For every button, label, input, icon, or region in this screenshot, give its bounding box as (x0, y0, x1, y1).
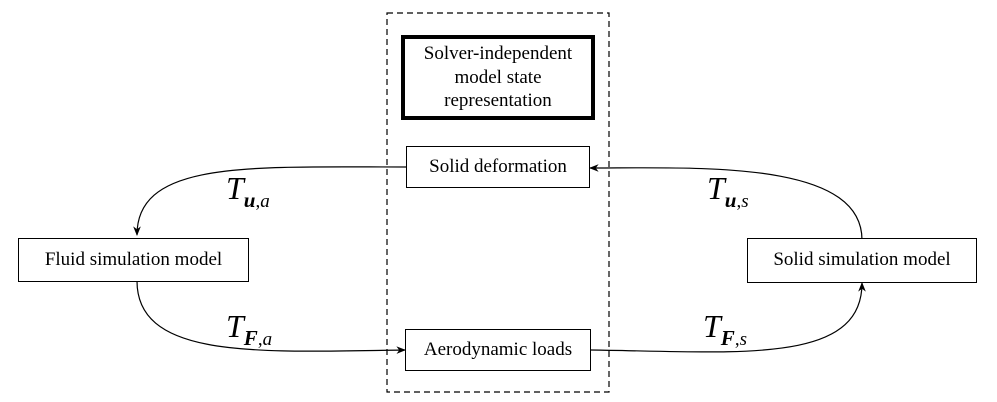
arrow-tus (589, 164, 863, 241)
label-tfs: TF,s (703, 308, 747, 350)
dashed-container (386, 12, 610, 393)
label-tus: Tu,s (707, 170, 749, 212)
center-title-line-2: model state (454, 66, 542, 88)
solid-deformation-box: Solid deformation (406, 146, 590, 188)
aerodynamic-loads-box: Aerodynamic loads (405, 329, 591, 371)
arrow-tfs (590, 282, 866, 353)
center-title-box: Solver-independent model state represent… (401, 35, 595, 120)
arrow-tua (133, 166, 407, 236)
arrow-tfa (136, 280, 406, 354)
solid-model-box: Solid simulation model (747, 238, 977, 283)
center-title-line-1: Solver-independent (423, 42, 573, 64)
label-tua: Tu,a (226, 170, 270, 212)
label-tfa: TF,a (226, 308, 273, 350)
fluid-model-box: Fluid simulation model (18, 238, 249, 282)
center-title-line-3: representation (444, 90, 552, 112)
